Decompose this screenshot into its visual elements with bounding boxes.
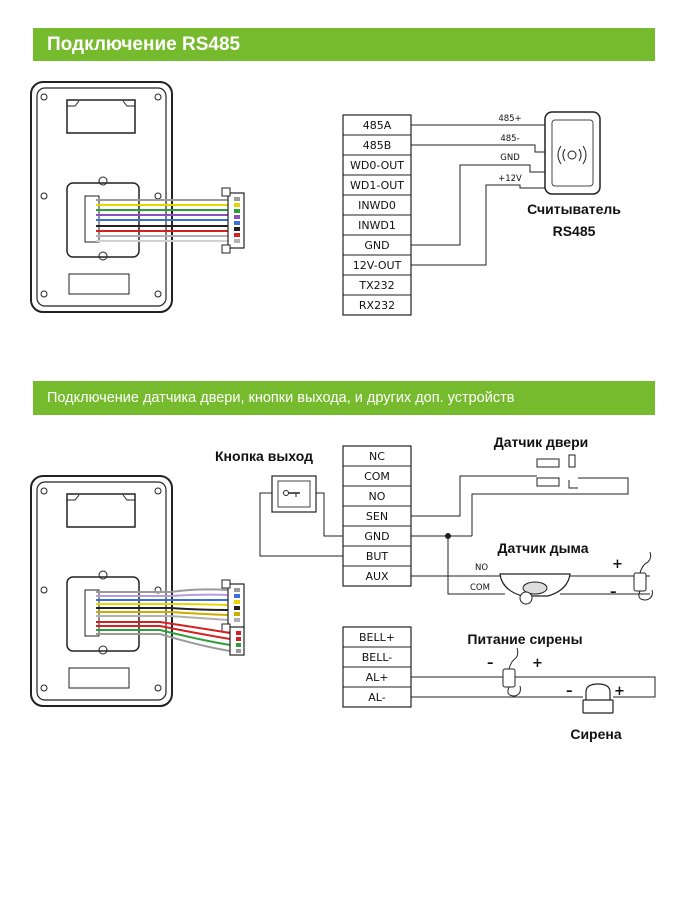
terminal-wd0-out: WD0-OUT [350,159,404,172]
siren-power-label: Питание сирены [467,631,582,647]
reader-label-line1: Считыватель [527,201,621,217]
terminal-rx232: RX232 [359,299,395,312]
terminal-12v-out: 12V-OUT [353,259,402,272]
door-sensor-wiring [411,475,629,537]
reader-label-line2: RS485 [553,223,596,239]
device-wire-harness-1 [96,187,245,254]
section-title-aux: Подключение датчика двери, кнопки выхода… [33,381,655,415]
smoke-sensor-label: Датчик дыма [497,540,588,556]
siren-wiring [411,676,656,698]
terminal-bell-minus: BELL- [362,651,393,664]
terminal-nc: NC [369,450,385,463]
siren-label: Сирена [570,726,622,742]
exit-button-wiring [259,492,343,557]
terminal-wd1-out: WD1-OUT [350,179,404,192]
wire-label-12v: +12V [498,174,522,184]
terminal-485b: 485B [363,139,392,152]
exit-button-icon [271,475,317,513]
terminal-aux: AUX [365,570,389,583]
wire-label-485minus: 485- [500,134,519,144]
siren-minus-sign: – [566,684,573,699]
terminal-block-alarm: BELL+ BELL- AL+ AL- [342,626,412,708]
section-title-rs485-text: Подключение RS485 [47,33,241,55]
terminal-bell-plus: BELL+ [359,631,395,644]
siren-power-minus-sign: – [487,656,494,671]
wire-label-485plus: 485+ [498,114,521,124]
terminal-gnd-2: GND [364,530,389,543]
terminal-com: COM [364,470,390,483]
exit-button-label: Кнопка выход [215,448,313,464]
device-rear-panel-1 [30,81,173,313]
section-title-aux-text: Подключение датчика двери, кнопки выхода… [47,390,515,406]
terminal-al-minus: AL- [368,691,385,704]
door-sensor-icon [536,454,578,489]
siren-power-plus-sign: + [532,656,543,671]
rs485-wiring [411,124,546,266]
smoke-com-label: COM [470,583,490,593]
smoke-detector-icon [499,573,571,605]
smoke-power-adapter-icon [633,551,653,601]
terminal-al-plus: AL+ [366,671,389,684]
terminal-sen: SEN [366,510,388,523]
smoke-minus-sign: – [610,585,617,600]
terminal-block-aux: NC COM NO SEN GND BUT AUX [342,445,412,587]
siren-plus-sign: + [614,684,625,699]
terminal-inwd1: INWD1 [358,219,396,232]
terminal-but: BUT [366,550,389,563]
smoke-no-label: NO [475,563,488,573]
device-wire-harness-2b [96,621,245,656]
rs485-reader-icon [544,111,601,195]
terminal-gnd: GND [364,239,389,252]
smoke-plus-sign: + [612,557,623,572]
wire-label-gnd: GND [500,153,520,163]
siren-icon [582,683,614,714]
terminal-inwd0: INWD0 [358,199,396,212]
terminal-block-rs485: 485A 485B WD0-OUT WD1-OUT INWD0 INWD1 GN… [342,114,412,316]
door-sensor-label: Датчик двери [494,434,589,450]
section-title-rs485: Подключение RS485 [33,28,655,61]
terminal-tx232: TX232 [358,279,394,292]
terminal-485a: 485A [363,119,392,132]
device-wire-harness-2a [96,579,245,633]
siren-power-adapter-icon [502,647,521,697]
terminal-no: NO [369,490,386,503]
